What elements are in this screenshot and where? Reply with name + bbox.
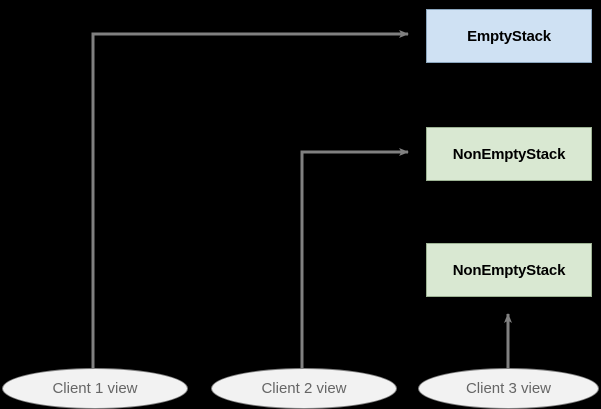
node-non-empty-stack-2[interactable]: NonEmptyStack (426, 243, 592, 297)
node-client-3-view-label: Client 3 view (465, 380, 552, 397)
node-non-empty-stack-2-label: NonEmptyStack (452, 261, 566, 279)
node-non-empty-stack-1-label: NonEmptyStack (452, 145, 566, 163)
node-client-2-view[interactable]: Client 2 view (211, 368, 397, 409)
edge-client-1-to-empty-stack (91, 30, 409, 370)
node-client-2-view-label: Client 2 view (261, 380, 347, 397)
node-client-3-view[interactable]: Client 3 view (418, 368, 599, 409)
node-client-1-view-label: Client 1 view (52, 380, 138, 397)
node-empty-stack-label: EmptyStack (467, 27, 551, 45)
node-empty-stack[interactable]: EmptyStack (426, 9, 592, 63)
node-non-empty-stack-1[interactable]: NonEmptyStack (426, 127, 592, 181)
edge-client-2-to-non-empty-stack-1 (300, 148, 409, 370)
node-client-1-view[interactable]: Client 1 view (2, 368, 188, 409)
